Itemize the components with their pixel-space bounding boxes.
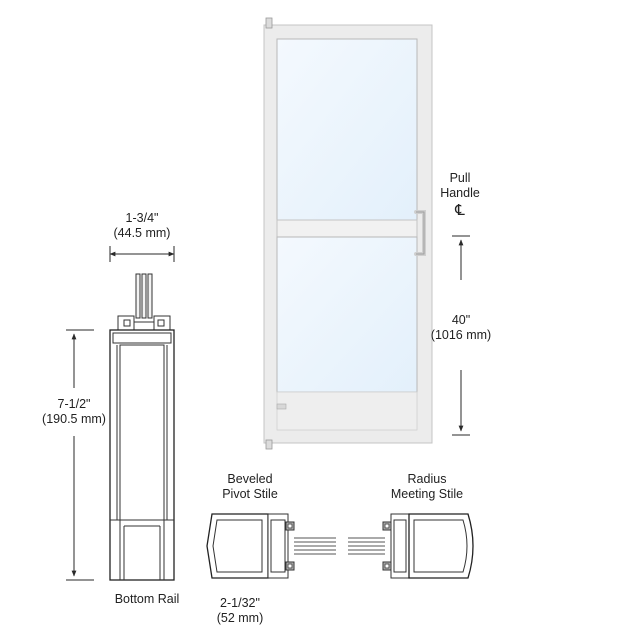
lower-glass-panel bbox=[276, 236, 418, 393]
handle-height-inches: 40" bbox=[451, 313, 471, 327]
door-bottom-rail bbox=[276, 391, 418, 431]
pull-handle-label-line1: Pull bbox=[449, 171, 471, 185]
rail-depth-inches: 1-3/4" bbox=[125, 211, 159, 225]
rail-depth-dimension bbox=[109, 246, 175, 262]
stile-width-mm: (52 mm) bbox=[216, 611, 264, 625]
bottom-pivot bbox=[265, 439, 273, 450]
meeting-stile-line2: Meeting Stile bbox=[390, 487, 464, 501]
door-elevation bbox=[263, 17, 433, 450]
lock-plate bbox=[276, 403, 287, 410]
handle-height-label: 40" (1016 mm) bbox=[424, 313, 498, 343]
top-pivot bbox=[265, 17, 273, 29]
meeting-stile-label: Radius Meeting Stile bbox=[377, 472, 477, 502]
rail-height-dimension bbox=[66, 329, 94, 581]
rail-depth-mm: (44.5 mm) bbox=[113, 226, 171, 240]
rail-height-mm: (190.5 mm) bbox=[42, 412, 106, 426]
handle-height-mm: (1016 mm) bbox=[430, 328, 492, 342]
pivot-stile-section bbox=[206, 513, 336, 579]
pivot-stile-line1: Beveled bbox=[227, 472, 273, 486]
stile-width-inches: 2-1/32" bbox=[220, 596, 260, 610]
mid-rail bbox=[276, 219, 418, 238]
pivot-stile-line2: Pivot Stile bbox=[222, 487, 278, 501]
stile-width-label: 2-1/32" (52 mm) bbox=[202, 596, 278, 626]
pivot-stile-label: Beveled Pivot Stile bbox=[210, 472, 290, 502]
meeting-stile-section bbox=[348, 513, 474, 579]
upper-glass-panel bbox=[276, 38, 418, 221]
bottom-rail-section bbox=[109, 273, 175, 581]
pull-handle-label-line2: Handle bbox=[440, 186, 480, 200]
rail-height-inches: 7-1/2" bbox=[57, 397, 91, 411]
handle-height-dimension bbox=[452, 235, 470, 436]
rail-height-label: 7-1/2" (190.5 mm) bbox=[34, 397, 114, 427]
centerline-symbol: ℄ bbox=[455, 202, 465, 219]
meeting-stile-line1: Radius bbox=[407, 472, 447, 486]
rail-depth-label: 1-3/4" (44.5 mm) bbox=[102, 211, 182, 241]
pull-handle-label: Pull Handle bbox=[435, 171, 485, 201]
bottom-rail-label: Bottom Rail bbox=[114, 592, 180, 606]
